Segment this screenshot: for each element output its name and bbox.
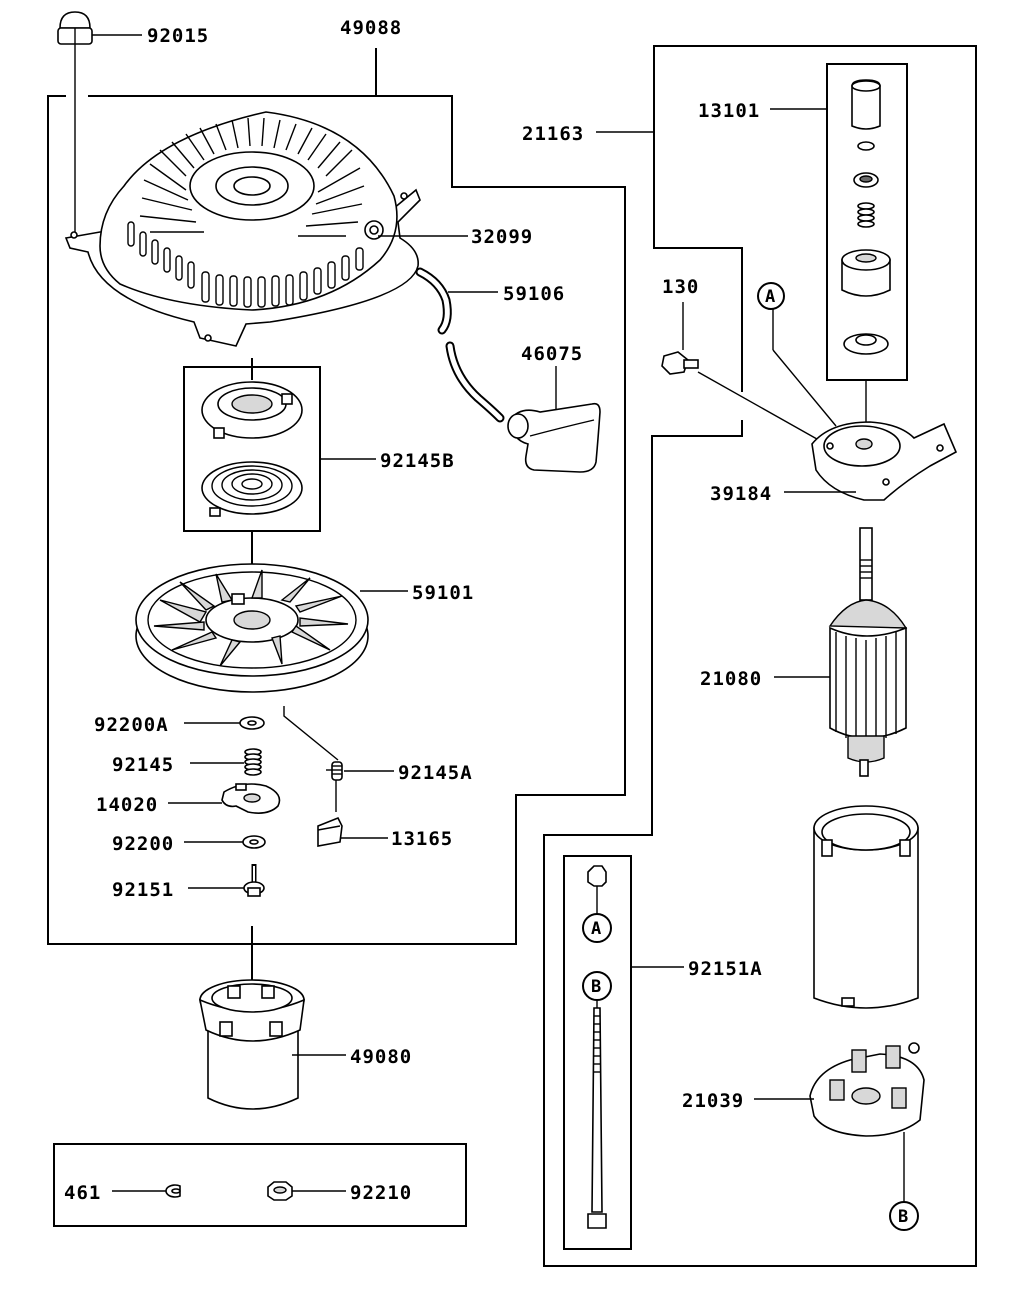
label-461: 461 bbox=[64, 1182, 101, 1204]
label-92145: 92145 bbox=[112, 754, 174, 776]
spring-case-icon bbox=[201, 381, 303, 439]
yoke-icon bbox=[813, 805, 919, 1009]
recoil-spring-icon bbox=[201, 461, 303, 517]
flange-bolt-icon bbox=[661, 351, 699, 375]
rope-guide-icon bbox=[364, 220, 384, 240]
hex-nut-icon bbox=[267, 1181, 293, 1201]
washer-icon bbox=[239, 716, 265, 730]
label-49088: 49088 bbox=[340, 17, 402, 39]
label-92015: 92015 bbox=[147, 25, 209, 47]
label-21080: 21080 bbox=[700, 668, 762, 690]
label-49080: 49080 bbox=[350, 1046, 412, 1068]
marker-b-bottom: B bbox=[898, 1207, 909, 1227]
label-92210: 92210 bbox=[350, 1182, 412, 1204]
marker-a-top-circle bbox=[757, 282, 785, 310]
bolt-icon bbox=[243, 864, 265, 897]
label-13101: 13101 bbox=[698, 100, 760, 122]
bracket-icon bbox=[811, 421, 958, 501]
label-59101: 59101 bbox=[412, 582, 474, 604]
through-bolt-icon bbox=[587, 865, 607, 1229]
pull-rope-icon bbox=[415, 267, 505, 423]
marker-a-bolt: A bbox=[591, 919, 602, 939]
label-21163: 21163 bbox=[522, 123, 584, 145]
label-59106: 59106 bbox=[503, 283, 565, 305]
label-92151: 92151 bbox=[112, 879, 174, 901]
reel-icon bbox=[135, 563, 369, 693]
label-39184: 39184 bbox=[710, 483, 772, 505]
label-92145A: 92145A bbox=[398, 762, 473, 784]
label-14020: 14020 bbox=[96, 794, 158, 816]
label-13165: 13165 bbox=[391, 828, 453, 850]
marker-b-bottom-circle bbox=[889, 1201, 919, 1231]
electric-starter-group-outline bbox=[543, 45, 977, 1267]
washer-icon bbox=[242, 835, 266, 849]
ratchet-icon bbox=[221, 783, 281, 814]
label-130: 130 bbox=[662, 276, 699, 298]
label-92200: 92200 bbox=[112, 833, 174, 855]
armature-icon bbox=[828, 527, 908, 777]
label-32099: 32099 bbox=[471, 226, 533, 248]
marker-b-bolt-circle bbox=[582, 971, 612, 1001]
label-92145B: 92145B bbox=[380, 450, 455, 472]
cap-nut-icon bbox=[57, 11, 93, 45]
label-46075: 46075 bbox=[521, 343, 583, 365]
label-21039: 21039 bbox=[682, 1090, 744, 1112]
pawl-icon bbox=[317, 816, 343, 847]
recoil-starter-group-outline bbox=[47, 48, 626, 945]
marker-b-bolt: B bbox=[591, 977, 602, 997]
brush-holder-icon bbox=[809, 1042, 925, 1137]
starter-handle-icon bbox=[507, 402, 601, 473]
marker-a-bolt-circle bbox=[582, 913, 612, 943]
marker-a-top: A bbox=[765, 287, 776, 307]
pawl-spring-icon bbox=[326, 761, 343, 812]
starter-cup-icon bbox=[198, 979, 305, 1110]
spring-icon bbox=[244, 748, 262, 776]
e-ring-icon bbox=[165, 1184, 181, 1198]
label-92200A: 92200A bbox=[94, 714, 169, 736]
recoil-cover-icon bbox=[64, 111, 421, 347]
pinion-set-icon bbox=[841, 79, 891, 355]
label-92151A: 92151A bbox=[688, 958, 763, 980]
